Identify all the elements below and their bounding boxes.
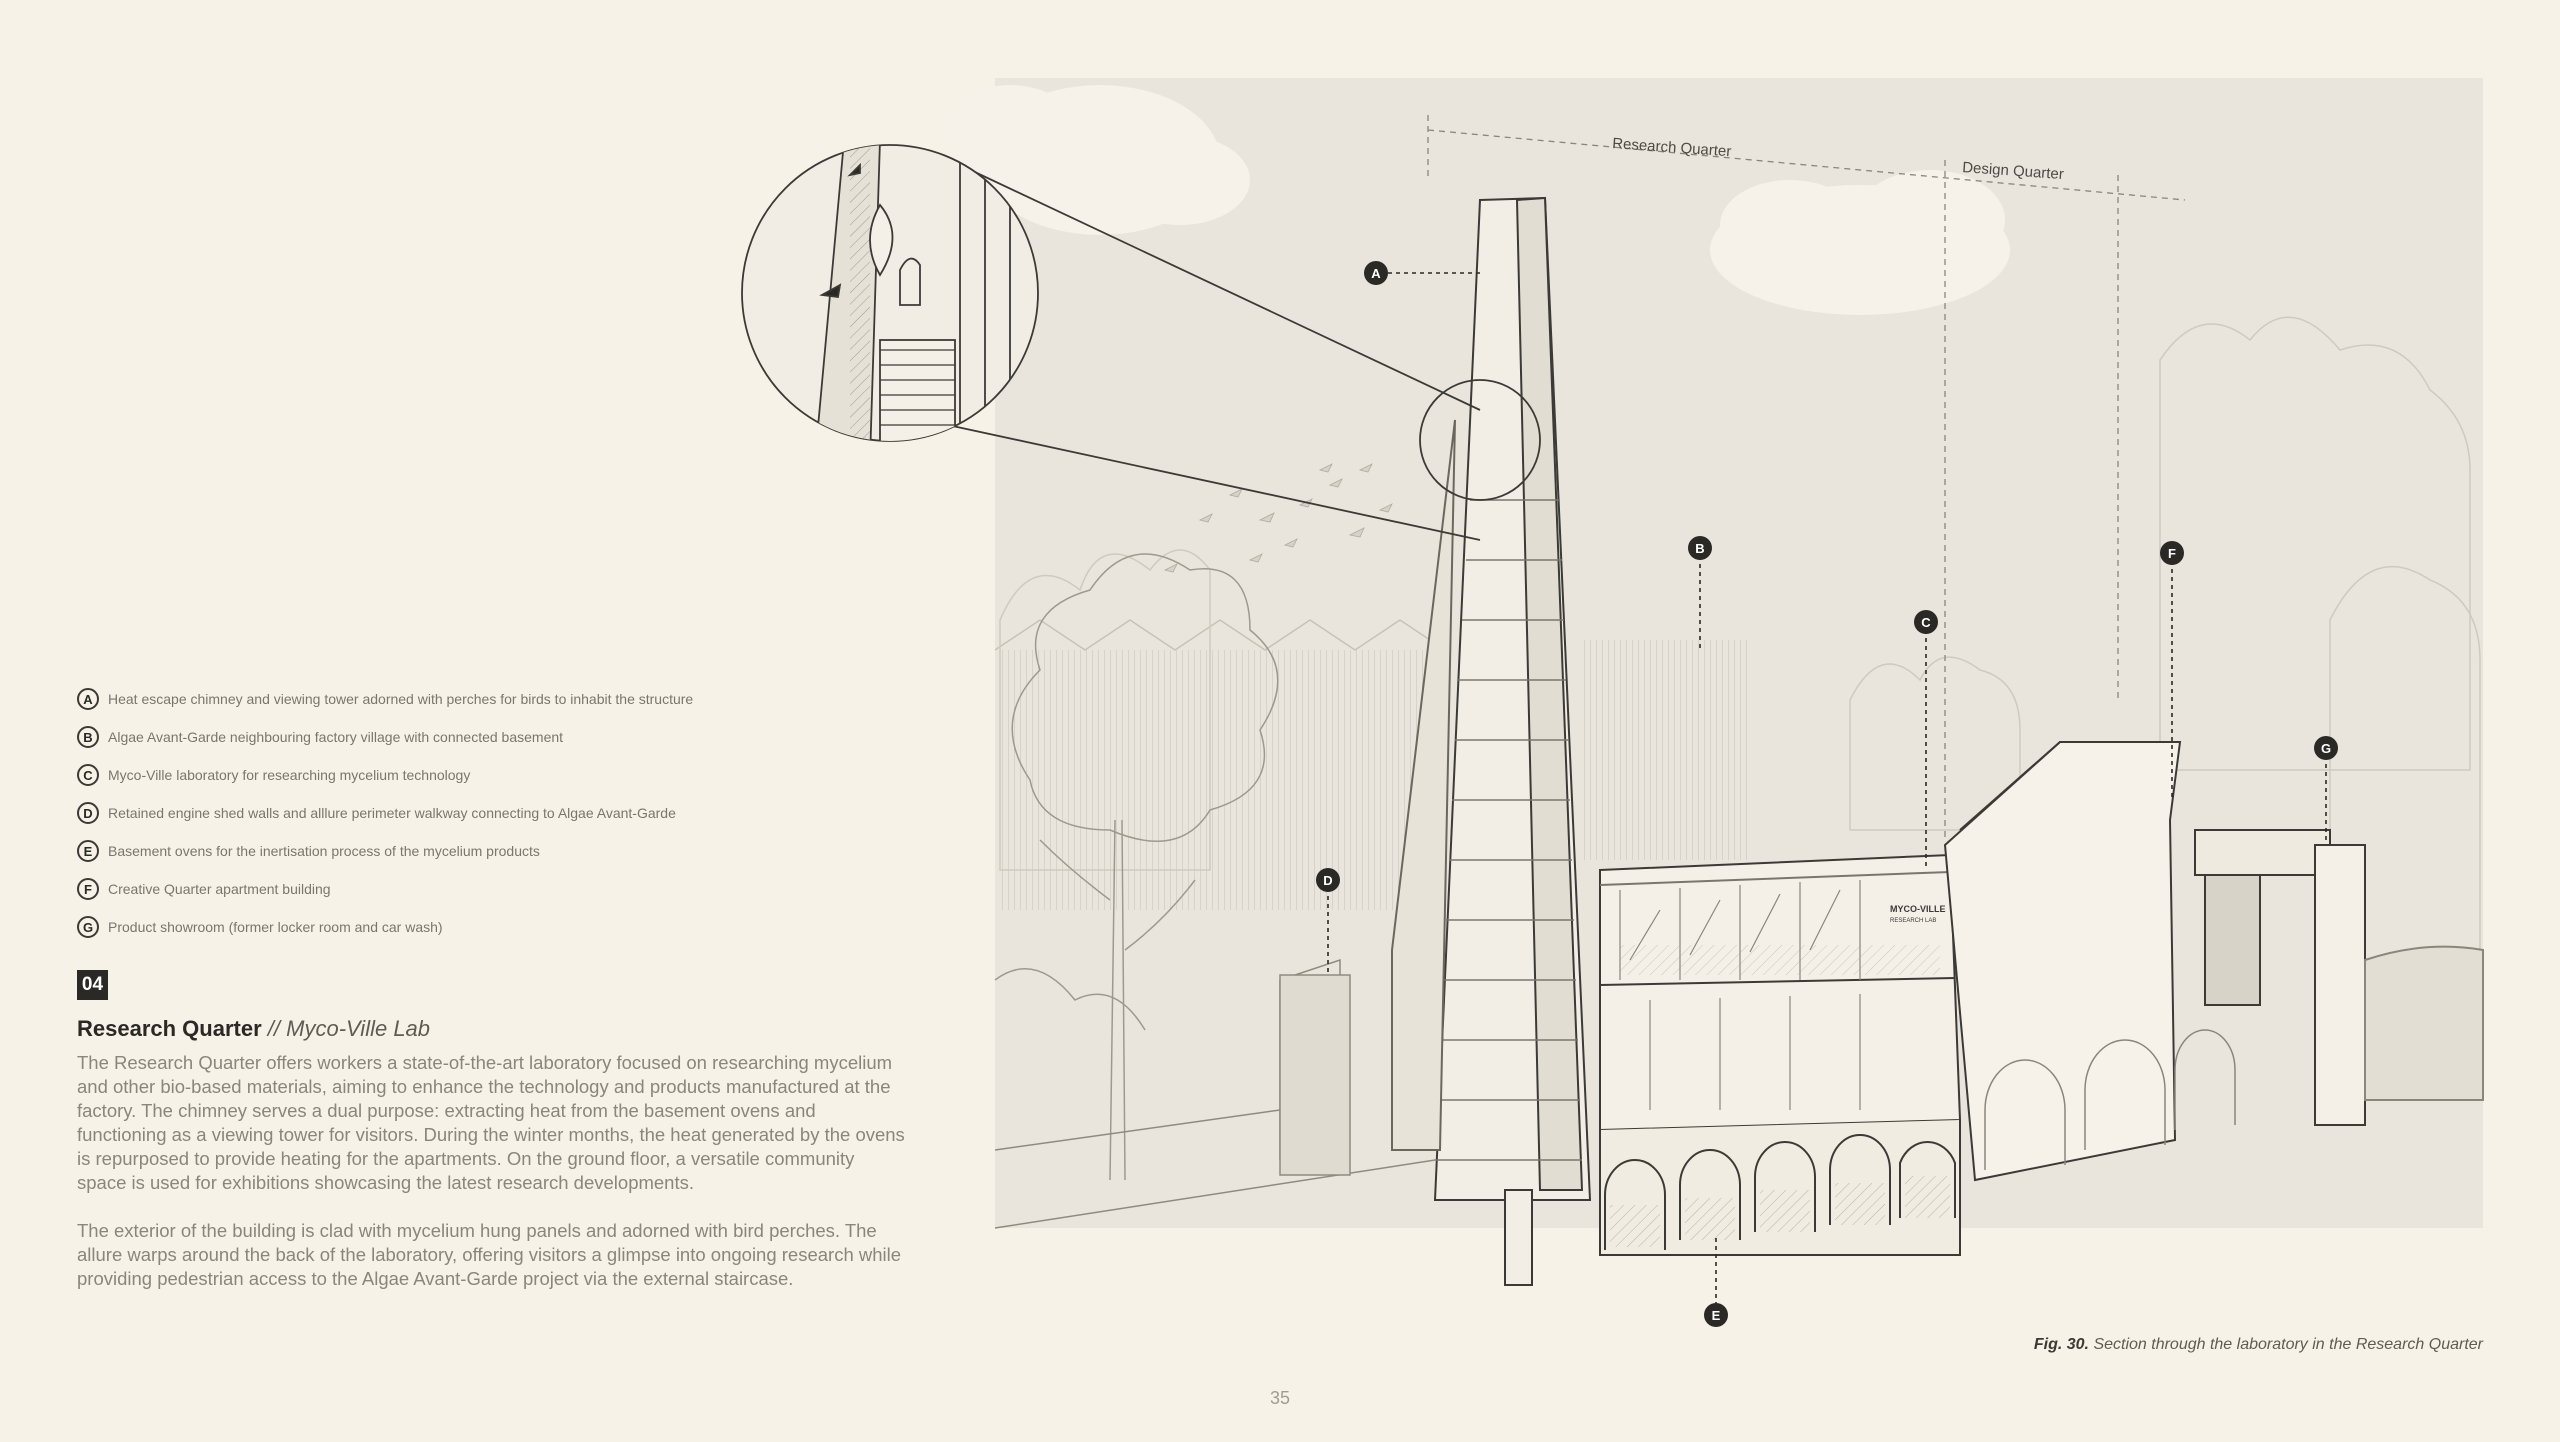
legend-badge: E (77, 840, 99, 862)
legend-item: D Retained engine shed walls and alllure … (77, 794, 777, 832)
body-paragraph: The Research Quarter offers workers a st… (77, 1052, 905, 1193)
section-separator: // (267, 1016, 281, 1041)
svg-text:D: D (1323, 873, 1332, 888)
marker-b: B (1688, 536, 1712, 560)
page-number: 35 (1269, 1388, 1291, 1408)
legend-item: A Heat escape chimney and viewing tower a… (77, 680, 777, 718)
legend-text: Product showroom (former locker room and… (108, 919, 443, 935)
legend-text: Algae Avant-Garde neighbouring factory v… (108, 729, 564, 745)
svg-text:E: E (1712, 1308, 1721, 1323)
lab-building: MYCO-VILLE RESEARCH LAB (1599, 853, 1962, 1132)
legend-badge: B (77, 726, 99, 748)
section-title: Research Quarter (77, 1016, 262, 1041)
chimney-tower (1391, 196, 1592, 1286)
marker-f: F (2160, 541, 2184, 565)
lab-sign-line2: RESEARCH LAB (1890, 918, 1936, 924)
ground (994, 958, 1501, 1229)
legend-item: B Algae Avant-Garde neighbouring factory … (77, 718, 777, 756)
legend-badge: D (77, 802, 99, 824)
section-heading: Research Quarter // Myco-Ville Lab (77, 1016, 430, 1042)
basement-ovens (1599, 1120, 1961, 1256)
figure-caption-text: Section through the laboratory in the Re… (2093, 1336, 2483, 1353)
quarter-dimensions (1427, 115, 2186, 840)
legend-list: A Heat escape chimney and viewing tower a… (77, 680, 777, 946)
figure-number: Fig. 30. (2033, 1336, 2089, 1353)
legend-text: Basement ovens for the inertisation proc… (108, 843, 540, 859)
legend-item: E Basement ovens for the inertisation pro… (77, 832, 777, 870)
svg-text:C: C (1921, 615, 1931, 630)
section-subtitle: Myco-Ville Lab (286, 1016, 431, 1041)
background-buildings (994, 316, 2481, 961)
legend-badge: A (77, 688, 99, 710)
legend-text: Retained engine shed walls and alllure p… (108, 805, 676, 821)
legend-item: G Product showroom (former locker room an… (77, 908, 777, 946)
apartment-building (1943, 741, 2236, 1182)
marker-c: C (1914, 610, 1938, 634)
legend-text: Heat escape chimney and viewing tower ad… (108, 691, 694, 707)
marker-e: E (1704, 1303, 1728, 1327)
legend-badge: C (77, 764, 99, 786)
figure-caption: Fig. 30. Section through the laboratory … (2034, 1336, 2483, 1354)
legend-text: Myco-Ville laboratory for researching my… (108, 767, 471, 783)
clouds (940, 85, 2010, 315)
section-number-badge: 04 (77, 970, 108, 1000)
marker-a: A (1364, 261, 1388, 285)
showroom-building (2194, 829, 2484, 1126)
lab-sign-line1: MYCO-VILLE (1890, 904, 1946, 914)
legend-item: F Creative Quarter apartment building (77, 870, 777, 908)
svg-text:A: A (1371, 266, 1381, 281)
legend-badge: F (77, 878, 99, 900)
marker-g: G (2314, 736, 2338, 760)
legend-item: C Myco-Ville laboratory for researching m… (77, 756, 777, 794)
zoom-callout (741, 144, 1541, 541)
legend-text: Creative Quarter apartment building (108, 881, 331, 897)
marker-leaders (1327, 272, 2327, 1305)
legend-badge: G (77, 916, 99, 938)
svg-text:G: G (2321, 741, 2331, 756)
tree-left (994, 553, 1279, 1181)
body-paragraph: The exterior of the building is clad wit… (77, 1220, 902, 1289)
marker-d: D (1316, 868, 1340, 892)
svg-text:B: B (1695, 541, 1704, 556)
svg-text:F: F (2168, 546, 2176, 561)
section-body: The Research Quarter offers workers a st… (77, 1051, 907, 1315)
